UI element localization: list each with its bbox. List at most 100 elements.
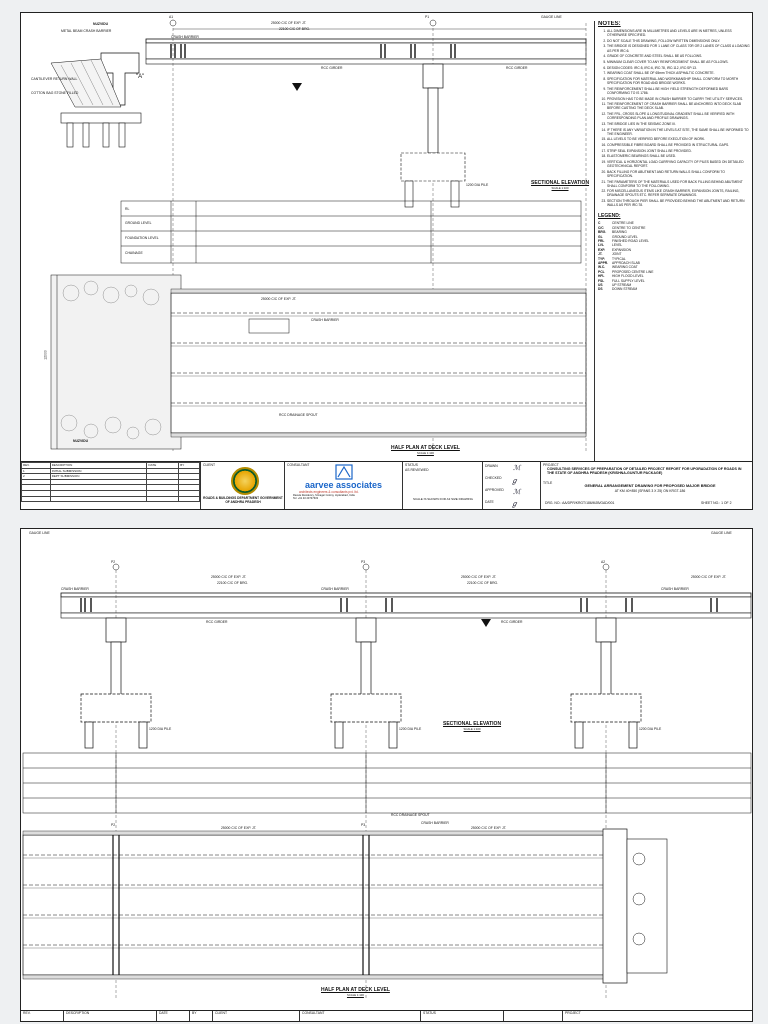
- status-cell: STATUS AS REVIEWED SCALE IS SHOWN FOR A3…: [403, 462, 483, 509]
- gauge-line-label: GAUGE LINE: [541, 15, 562, 19]
- note-item: SPECIFICATION FOR MATERIAL AND WORKMANSH…: [607, 77, 750, 85]
- retaining-wall-label: CANTILEVER RETURN WALL: [31, 77, 78, 81]
- tb2-date: DATE: [157, 1011, 190, 1021]
- direction-label-nuzvidu: NUZVIDU: [93, 22, 109, 26]
- scale-note: SCALE IS SHOWN FOR A3 SIZE DRAWING: [412, 497, 474, 501]
- legend-title: LEGEND:: [598, 213, 621, 220]
- note-item: ELASTOMERIC BEARINGS SHALL BE USED.: [607, 154, 750, 158]
- pile-dia-label: 1200 DIA PILE: [466, 183, 489, 187]
- role-drawn: DRAWN: [485, 464, 498, 468]
- legend-row: APPR.APPROACH SLAB: [598, 261, 750, 265]
- legend-meaning: JOINT: [612, 252, 622, 257]
- legend-meaning: PROPOSED CENTRE LINE: [612, 269, 654, 274]
- note-item: STRIP SEAL EXPANSION JOINT SHALL BE PROV…: [607, 149, 750, 153]
- drawing-subtitle: AT KM 40+850 (SPANS 3 X 25) ON KRGT-186: [614, 489, 686, 493]
- client-name: ROADS & BUILDINGS DEPARTMENT GOVERNMENT …: [203, 496, 283, 504]
- rev-cell: [49, 484, 148, 491]
- note-item: THE REINFORCEMENT OF CRASH BARRIER SHALL…: [607, 102, 750, 110]
- note-item: FOR MISCELLANEOUS ITEMS LIKE CRASH BARRI…: [607, 189, 750, 197]
- rev-cell: [178, 490, 200, 497]
- rev-head-by: BY: [178, 462, 200, 469]
- span-label-2e: 25000 C/C OF EXP. JT.: [691, 575, 727, 579]
- span-label-top: 25000 C/C OF EXP. JT.: [271, 21, 307, 25]
- rcc-girder-label: RCC GIRDER: [506, 66, 528, 70]
- consultant-cell: CONSULTANT aarvee associates architects …: [285, 462, 403, 509]
- gauge-line-label-2: GAUGE LINE: [29, 531, 50, 535]
- legend-meaning: WEARING COAT: [612, 265, 638, 270]
- legend-abbr: W.C.: [598, 265, 606, 270]
- drawing-sheet-1: NUZVIDU METAL BEAM CRASH BARRIER 25000 C…: [20, 12, 753, 510]
- legend-meaning: CENTRE LINE: [612, 221, 634, 226]
- plan-width-dim: 12000: [43, 350, 48, 360]
- rev-cell: [178, 484, 200, 491]
- note-item: BACK FILLING FOR ABUTMENT AND RETURN WAL…: [607, 170, 750, 178]
- rcc-girder-label-2a: RCC GIRDER: [206, 620, 228, 624]
- legend-meaning: TYPICAL: [612, 256, 626, 261]
- legend-row: TYP.TYPICAL: [598, 257, 750, 261]
- legend-meaning: APPROACH SLAB: [612, 261, 640, 265]
- row-label-chainage: CHAINAGE: [125, 251, 143, 255]
- rev-head-date: DATE: [146, 462, 180, 469]
- legend-row: PCL PROPOSED CENTRE LINE: [598, 270, 750, 274]
- legend-meaning: DOWN STREAM: [612, 287, 638, 292]
- plan-span-label: 25000 C/C OF EXP. JT.: [261, 297, 297, 301]
- note-item: THE BRIDGE IS DESIGNED FOR 1 LANE OF CLA…: [607, 44, 750, 52]
- signatures-cell: DRAWN CHECKED APPROVED DATE ℳ ℊ ℳ ℊ: [483, 462, 541, 509]
- pier-label-p2: P2: [111, 560, 116, 564]
- rev-cell: [146, 473, 180, 480]
- pier-label-a1: A1: [169, 15, 174, 19]
- note-item: IF THERE IS ANY VARIATION IN THE LEVELS …: [607, 128, 750, 136]
- aarvee-logo-icon: [335, 464, 353, 480]
- crash-barrier-label: CRASH BARRIER: [171, 35, 199, 39]
- plan-crash-barrier-label: CRASH BARRIER: [311, 318, 339, 322]
- pile-dia-label-2c: 1200 DIA PILE: [639, 727, 662, 731]
- note-item: MINIMUM CLEAR COVER TO ANY REINFORCEMENT…: [607, 60, 750, 64]
- firm-address: Ravula Residency, Srinagar Colony, Hyder…: [293, 494, 355, 501]
- point-a-label: "A": [136, 74, 145, 80]
- rev-cell: [49, 478, 148, 486]
- plan-span-label-2b: 25000 C/C OF EXP. JT.: [471, 826, 507, 830]
- rcc-girder-label-2: RCC GIRDER: [321, 66, 343, 70]
- rev-cell: [178, 473, 200, 480]
- note-item: COMPRESSIBLE FIBRE BOARD SHALL BE PROVID…: [607, 143, 750, 147]
- cotton-bag-label: COTTON BAG STONE FILLED: [31, 91, 79, 95]
- legend-abbr: LVL: [598, 243, 604, 248]
- plan-span-label-2a: 25000 C/C OF EXP. JT.: [221, 826, 257, 830]
- note-item: THE REINFORCEMENT SHALL BE HIGH YIELD ST…: [607, 87, 750, 95]
- legend-meaning: CENTRE TO CENTRE: [612, 225, 646, 230]
- drainage-spout-label-2: RCC DRAINAGE SPOUT: [391, 813, 430, 817]
- row-label-rl: RL: [125, 207, 130, 211]
- note-item: THE FRL, CROSS SLOPE & LONGITUDINAL GRAD…: [607, 112, 750, 120]
- span-label-2c: 25000 C/C OF EXP. JT.: [461, 575, 497, 579]
- note-item: THE BRIDGE LIES IN THE SEISMIC ZONE III.: [607, 122, 750, 126]
- rev-cell: INITIAL SUBMISSION: [49, 467, 148, 475]
- crash-barrier-label-2c: CRASH BARRIER: [661, 587, 689, 591]
- notes-title: NOTES:: [598, 21, 621, 27]
- title-label: TITLE: [543, 481, 553, 485]
- row-label-gl: GROUND LEVEL: [125, 221, 152, 225]
- tb2-project: PROJECT: [565, 1011, 581, 1015]
- rev-cell: DEPT SUBMISSION: [49, 473, 148, 480]
- legend-row: BRG.BEARING: [598, 230, 750, 234]
- legend-abbr: PCL: [598, 269, 605, 274]
- title-block-2: REV. DESCRIPTION DATE BY CLIENT CONSULTA…: [21, 1010, 752, 1021]
- direction-label-nuzvidu-2: NUZVIDU: [73, 439, 89, 443]
- role-approved: APPROVED: [485, 488, 504, 492]
- rev-cell: [49, 495, 148, 503]
- note-item: DO NOT SCALE THIS DRAWING, FOLLOW WRITTE…: [607, 39, 750, 43]
- span-label-2b: 22100 C/C OF BRG.: [217, 581, 249, 585]
- note-item: DESIGN CODES: IRC:5, IRC:6, IRC:78, IRC:…: [607, 66, 750, 70]
- rev-cell: [146, 478, 180, 486]
- firm-name: aarvee associates: [305, 480, 383, 490]
